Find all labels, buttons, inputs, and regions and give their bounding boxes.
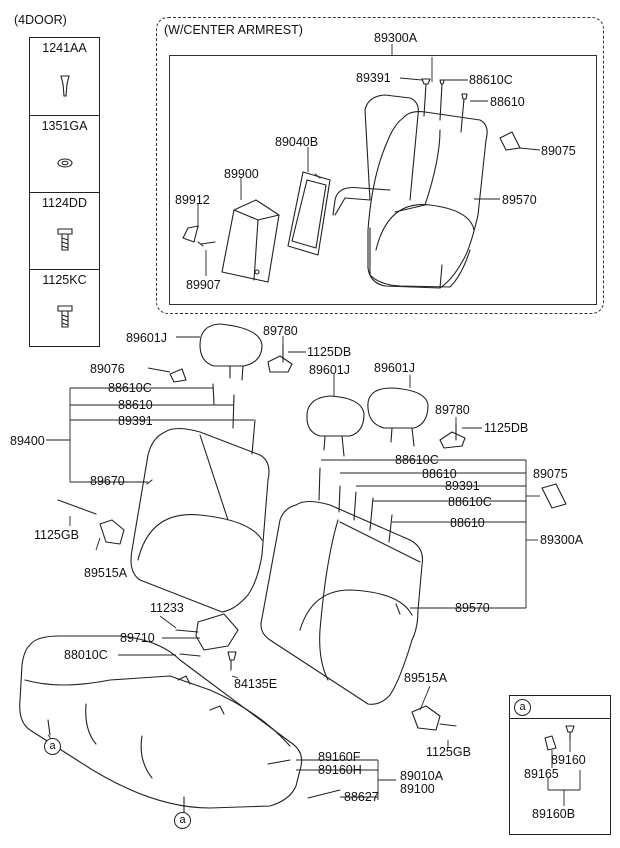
armrest-block <box>221 199 280 283</box>
variant-label: (4DOOR) <box>14 13 67 27</box>
legend-cell: 1241AA <box>30 38 99 115</box>
part-label: 89391 <box>445 479 480 493</box>
left-hinge <box>99 519 125 545</box>
part-label: 89010A <box>400 769 444 783</box>
part-label: 89160F <box>318 750 361 764</box>
part-label: 1125DB <box>307 345 352 359</box>
legend-cell: 1351GA <box>30 115 99 193</box>
left-bracket <box>169 368 187 383</box>
part-label: 88610C <box>448 495 492 509</box>
part-label: 89570 <box>502 193 537 207</box>
part-label: 88610 <box>118 398 153 412</box>
part-label: 88627 <box>344 790 379 804</box>
bolt-icon <box>57 305 73 328</box>
part-label: 1125DB <box>484 421 529 435</box>
callout-a-circle: a <box>514 699 531 716</box>
part-label: 89075 <box>541 144 576 158</box>
part-label: 89165 <box>524 767 559 781</box>
part-label: 89040B <box>275 135 319 149</box>
legend-code: 1125KC <box>42 273 87 287</box>
part-label: 89391 <box>118 414 153 428</box>
part-label: 89912 <box>175 193 210 207</box>
part-label: 1125GB <box>426 745 471 759</box>
seat-cushion <box>19 635 303 809</box>
clip-icon <box>60 75 70 97</box>
center-armrest-inner-frame <box>169 55 597 305</box>
callout-a-circle: a <box>44 738 61 755</box>
part-label: 89570 <box>455 601 490 615</box>
left-headrest <box>199 323 263 381</box>
cushion-pin <box>307 789 341 799</box>
part-label: 89400 <box>10 434 45 448</box>
armrest-frame <box>287 171 331 256</box>
top-cap <box>421 78 431 85</box>
center-armrest-label: (W/CENTER ARMREST) <box>164 23 303 37</box>
part-label: 89160H <box>318 763 362 777</box>
right-bracket <box>541 483 567 509</box>
part-label: 89780 <box>263 324 298 338</box>
legend-cell: 1124DD <box>30 192 99 270</box>
cushion-latch <box>195 613 239 651</box>
part-label: 88610 <box>422 467 457 481</box>
part-label: 88610C <box>469 73 513 87</box>
part-label: 89160B <box>532 807 576 821</box>
part-label: 89780 <box>435 403 470 417</box>
part-label: 1125GB <box>34 528 79 542</box>
part-label: 88010C <box>64 648 108 662</box>
left-seatback <box>130 427 270 613</box>
right-seatback <box>260 500 424 705</box>
part-label: 88610 <box>490 95 525 109</box>
part-label: 84135E <box>234 677 278 691</box>
part-label: 88610C <box>108 381 152 395</box>
part-label: 89300A <box>540 533 584 547</box>
right-hinge <box>411 705 441 731</box>
part-label: 89300A <box>374 31 418 45</box>
part-label: 89601J <box>126 331 168 345</box>
part-label: 89601J <box>309 363 351 377</box>
part-label: 89670 <box>90 474 125 488</box>
part-label: 89515A <box>84 566 128 580</box>
left-hr-guide <box>267 355 293 373</box>
part-label: 88610 <box>450 516 485 530</box>
legend-code: 1241AA <box>42 41 87 55</box>
part-label: 89160 <box>551 753 586 767</box>
legend-code: 1124DD <box>42 196 87 210</box>
part-label: 11233 <box>150 601 184 615</box>
center-armrest-group <box>156 17 604 314</box>
callout-a-circle: a <box>174 812 191 829</box>
detail-clip <box>544 735 557 751</box>
detail-a-box <box>509 695 611 835</box>
part-label: 89075 <box>533 467 568 481</box>
right-hr-guide <box>439 431 466 449</box>
mid-headrest-2 <box>367 387 429 447</box>
part-label: 89391 <box>356 71 391 85</box>
part-label: 89900 <box>224 167 259 181</box>
detail-divider <box>510 718 610 719</box>
armrest-screw <box>200 241 216 245</box>
nut-icon <box>57 158 73 168</box>
part-label: 89515A <box>404 671 448 685</box>
legend-code: 1351GA <box>41 119 88 133</box>
part-label: 89710 <box>120 631 155 645</box>
bolt-icon <box>57 228 73 251</box>
mid-headrest-1 <box>306 395 365 457</box>
part-label: 89907 <box>186 278 221 292</box>
top-seatback-panel <box>367 111 488 289</box>
part-label: 89076 <box>90 362 125 376</box>
part-label: 88610C <box>395 453 439 467</box>
part-label: 89601J <box>374 361 416 375</box>
fastener-legend: 1241AA 1351GA 1124DD 1125KC <box>29 37 100 347</box>
legend-cell: 1125KC <box>30 269 99 347</box>
part-label: 89100 <box>400 782 435 796</box>
